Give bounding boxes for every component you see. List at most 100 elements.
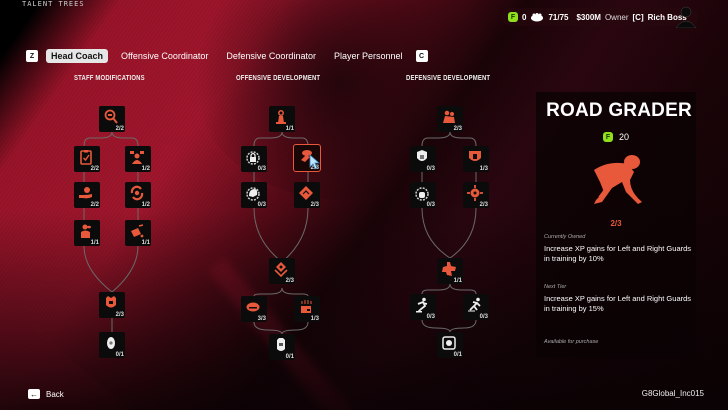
- field-diamond-icon: [299, 186, 313, 200]
- staff-node-8[interactable]: 2/3: [99, 292, 125, 318]
- gear-lock-icon: [415, 187, 429, 201]
- back-arrow-icon: ←: [28, 389, 40, 399]
- player-ball-icon: [81, 224, 91, 238]
- defense-node-8[interactable]: 0/3: [463, 294, 489, 320]
- gamertag: G8Global_Inc015: [641, 389, 704, 398]
- next-tier-description: Increase XP gains for Left and Right Gua…: [544, 294, 692, 313]
- defense-node-6[interactable]: 1/1: [437, 258, 463, 284]
- offense-node-7[interactable]: 3/3: [241, 296, 267, 322]
- talent-progress: 2/3: [610, 219, 622, 228]
- back-label: Back: [46, 389, 64, 399]
- staff-node-7[interactable]: 1/1: [125, 220, 151, 246]
- back-button[interactable]: ← Back: [28, 389, 64, 399]
- node-level: 2/2: [115, 126, 124, 132]
- tab-player-personnel[interactable]: Player Personnel: [333, 51, 403, 61]
- node-level: 0/1: [285, 354, 294, 360]
- tab-defensive-coordinator[interactable]: Defensive Coordinator: [226, 51, 316, 61]
- defense-node-9[interactable]: 0/1: [437, 332, 463, 358]
- defensive-development-title: DEFENSIVE DEVELOPMENT: [406, 75, 491, 82]
- defense-node-7[interactable]: 0/3: [410, 294, 436, 320]
- node-level: 2/3: [310, 202, 319, 208]
- offense-node-5[interactable]: 2/3: [294, 182, 320, 208]
- next-tab-key[interactable]: C: [415, 50, 428, 62]
- road-grader-figure-icon: [594, 155, 642, 204]
- node-level: 1/1: [90, 240, 99, 246]
- current-tier-description: Increase XP gains for Left and Right Gua…: [544, 244, 692, 263]
- staff-node-1[interactable]: 2/2: [99, 106, 125, 132]
- node-level: 3/3: [257, 316, 266, 322]
- defense-node-3[interactable]: 1/3: [463, 146, 489, 172]
- offense-node-2[interactable]: 0/3: [241, 146, 267, 172]
- fist-icon: [301, 300, 312, 313]
- node-level: 0/3: [426, 202, 435, 208]
- lineman-icon: [276, 110, 286, 124]
- staff-node-4[interactable]: 2/2: [74, 182, 100, 208]
- offense-node-8[interactable]: 1/3: [294, 296, 320, 322]
- talent-detail-panel: ROAD GRADER F 20 2/3 Currently Owned Inc…: [536, 92, 696, 358]
- shield-icon: [469, 151, 481, 161]
- defense-node-5[interactable]: 2/3: [463, 182, 489, 208]
- avatar-icon[interactable]: [675, 4, 697, 28]
- staff-node-9[interactable]: 0/1: [99, 332, 125, 358]
- cart-icon: [131, 224, 144, 238]
- defense-node-2[interactable]: 0/3: [410, 146, 436, 172]
- offense-node-1[interactable]: 1/1: [269, 106, 295, 132]
- node-level: 0/1: [453, 352, 462, 358]
- offense-node-4[interactable]: 0/3: [241, 182, 267, 208]
- node-level: 0/3: [426, 166, 435, 172]
- screen-title: TALENT TREES: [22, 0, 85, 8]
- helmet-gear-icon: [246, 187, 260, 201]
- hand-coin-icon: [79, 187, 92, 199]
- tab-offensive-coordinator[interactable]: Offensive Coordinator: [121, 51, 209, 61]
- staff-node-2[interactable]: 2/2: [74, 146, 100, 172]
- node-level: 2/3: [479, 202, 488, 208]
- staff-node-5[interactable]: 1/2: [125, 182, 151, 208]
- defense-node-1[interactable]: 2/3: [437, 106, 463, 132]
- defense-node-4[interactable]: 0/3: [410, 182, 436, 208]
- node-level: 1/2: [141, 202, 150, 208]
- staff-modifications-title: STAFF MODIFICATIONS: [74, 75, 145, 82]
- current-tier-label: Currently Owned: [544, 234, 586, 240]
- mask-icon: [277, 338, 285, 351]
- next-tier-label: Next Tier: [544, 284, 567, 290]
- node-level: 0/3: [426, 314, 435, 320]
- node-level: 1/3: [479, 166, 488, 172]
- cycle-icon: [130, 185, 144, 201]
- node-level: 2/2: [90, 166, 99, 172]
- helmet-icon: [246, 302, 260, 312]
- availability-status: Available for purchase: [544, 339, 599, 345]
- background-shape: [190, 0, 490, 200]
- f-coin-icon: F: [602, 132, 613, 142]
- burst-icon: [442, 262, 456, 276]
- node-level: 0/1: [115, 352, 124, 358]
- user-name: Rich Boss: [647, 12, 687, 22]
- user-prefix: [C]: [632, 12, 644, 22]
- node-level: 2/3: [285, 278, 294, 284]
- camera-frame-icon: [442, 336, 456, 350]
- node-level: 2/3: [453, 126, 462, 132]
- runner-icon: [416, 297, 428, 313]
- currency-value: 0: [522, 12, 527, 22]
- team-icon: [531, 12, 544, 21]
- staff-node-6[interactable]: 1/1: [74, 220, 100, 246]
- prev-tab-key[interactable]: Z: [26, 50, 38, 62]
- badge-crest-icon: [106, 296, 116, 308]
- sprint-icon: [468, 297, 481, 312]
- shield-gear-icon: [417, 150, 427, 161]
- node-level: 1/2: [141, 166, 150, 172]
- node-level: 1/1: [141, 240, 150, 246]
- target-diamond-icon: [274, 262, 288, 277]
- node-level: 2/2: [90, 202, 99, 208]
- node-level: 0/3: [257, 202, 266, 208]
- staff-group-icon: [130, 151, 144, 164]
- magnifier-icon: [104, 109, 118, 124]
- offense-node-9[interactable]: 0/1: [269, 334, 295, 360]
- node-level: 1/1: [285, 126, 294, 132]
- lock-gear-icon: [246, 151, 260, 165]
- offense-node-6[interactable]: 2/3: [269, 258, 295, 284]
- mouse-cursor: [309, 154, 321, 170]
- node-level: 1/1: [453, 278, 462, 284]
- tab-head-coach[interactable]: Head Coach: [46, 49, 109, 63]
- team-value: 71/75: [548, 12, 569, 22]
- staff-node-3[interactable]: 1/2: [125, 146, 151, 172]
